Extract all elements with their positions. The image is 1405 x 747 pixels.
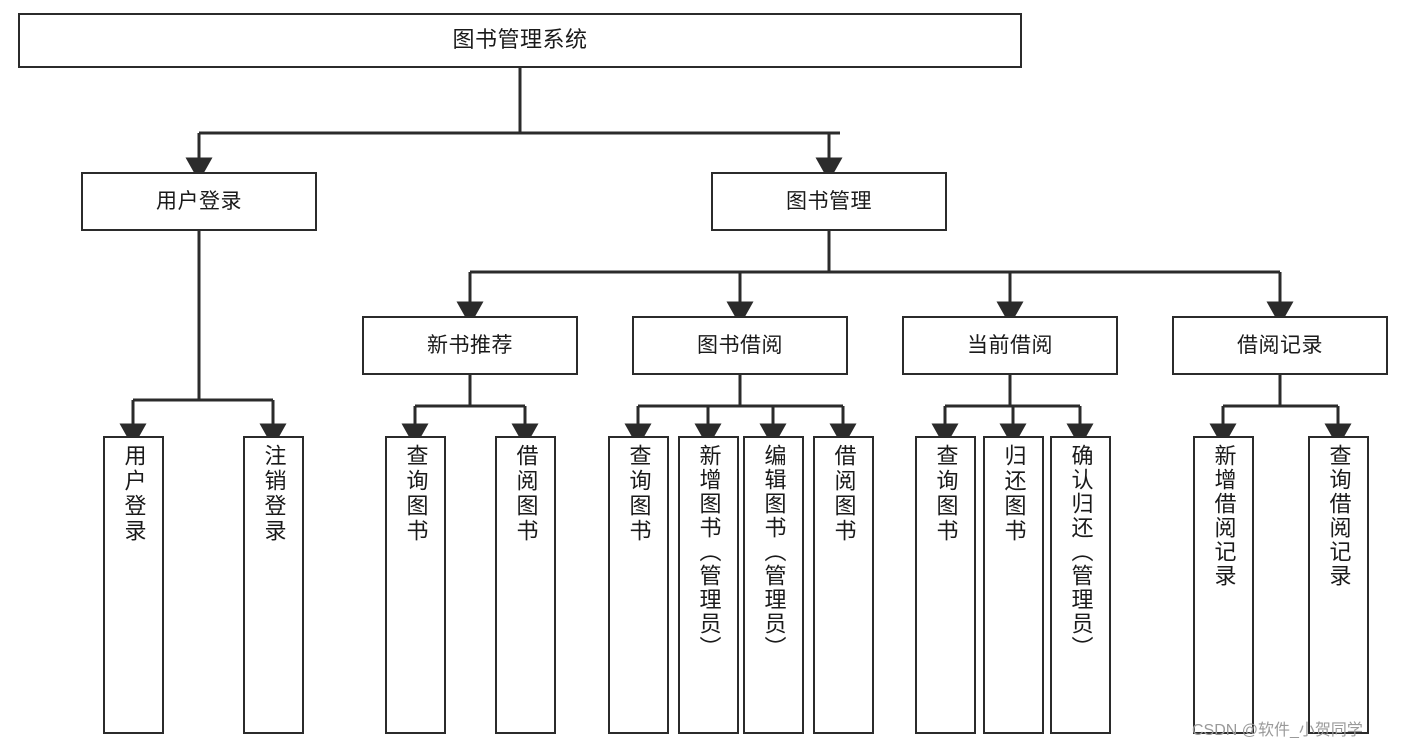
node-label: 借阅记录 (1237, 333, 1323, 357)
node-label: 新增图书（管理员） (696, 444, 722, 660)
node-label: 编辑图书（管理员） (761, 444, 787, 660)
csdn-watermark: CSDN @软件_小贺同学 (1192, 722, 1363, 739)
leaf-return-book[interactable]: 归还图书 (983, 436, 1044, 734)
node-label: 归还图书 (1001, 444, 1027, 544)
node-current-borrow[interactable]: 当前借阅 (902, 316, 1118, 375)
node-label: 图书借阅 (697, 333, 783, 357)
leaf-query-book-borrow[interactable]: 查询图书 (608, 436, 669, 734)
leaf-query-book-recommend[interactable]: 查询图书 (385, 436, 446, 734)
node-label: 查询借阅记录 (1326, 444, 1352, 588)
node-label: 确认归还（管理员） (1068, 444, 1094, 660)
node-label: 查询图书 (403, 444, 429, 544)
leaf-logout-login[interactable]: 注销登录 (243, 436, 304, 734)
node-borrow-record[interactable]: 借阅记录 (1172, 316, 1388, 375)
node-root-system[interactable]: 图书管理系统 (18, 13, 1022, 68)
node-label: 查询图书 (933, 444, 959, 544)
node-label: 新书推荐 (427, 333, 513, 357)
node-label: 注销登录 (261, 444, 287, 544)
node-new-book-recommend[interactable]: 新书推荐 (362, 316, 578, 375)
leaf-query-borrow-record[interactable]: 查询借阅记录 (1308, 436, 1369, 734)
leaf-borrow-book-recommend[interactable]: 借阅图书 (495, 436, 556, 734)
leaf-edit-book-admin[interactable]: 编辑图书（管理员） (743, 436, 804, 734)
node-label: 新增借阅记录 (1211, 444, 1237, 588)
node-book-borrow[interactable]: 图书借阅 (632, 316, 848, 375)
node-user-login[interactable]: 用户登录 (81, 172, 317, 231)
leaf-borrow-book[interactable]: 借阅图书 (813, 436, 874, 734)
leaf-query-book-current[interactable]: 查询图书 (915, 436, 976, 734)
node-label: 用户登录 (121, 444, 147, 544)
node-book-manage[interactable]: 图书管理 (711, 172, 947, 231)
node-label: 借阅图书 (831, 444, 857, 544)
node-label: 查询图书 (626, 444, 652, 544)
node-label: 当前借阅 (967, 333, 1053, 357)
leaf-user-login[interactable]: 用户登录 (103, 436, 164, 734)
node-label: 借阅图书 (513, 444, 539, 544)
leaf-confirm-return-admin[interactable]: 确认归还（管理员） (1050, 436, 1111, 734)
leaf-add-book-admin[interactable]: 新增图书（管理员） (678, 436, 739, 734)
node-label: 图书管理 (786, 189, 872, 213)
node-label: 图书管理系统 (452, 27, 588, 53)
leaf-add-borrow-record[interactable]: 新增借阅记录 (1193, 436, 1254, 734)
node-label: 用户登录 (156, 189, 242, 213)
